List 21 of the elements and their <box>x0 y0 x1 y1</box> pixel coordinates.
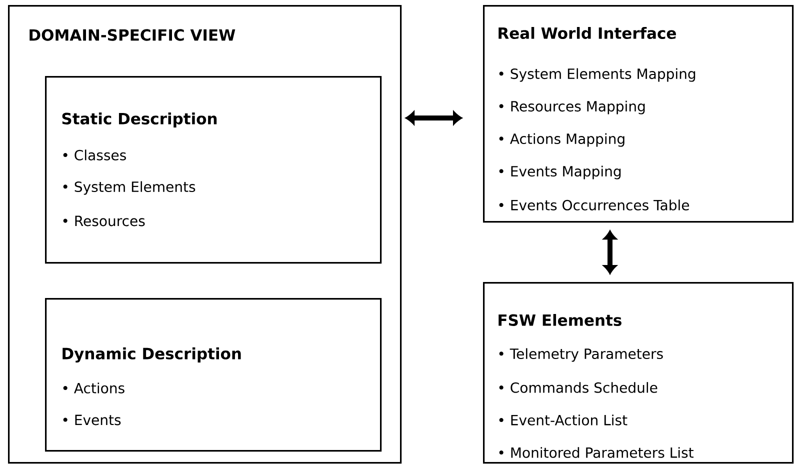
double-arrow <box>406 111 462 125</box>
bullet-item: • Monitored Parameters List <box>499 447 694 458</box>
heading: Real World Interface <box>498 27 676 39</box>
bullet-item: • Resources Mapping <box>499 100 645 114</box>
bullet-item: • Resources <box>63 216 145 226</box>
bullet-item: • Events Mapping <box>499 166 621 180</box>
bullet-item: • Actions Mapping <box>499 133 624 147</box>
bullet-item: • Classes <box>63 150 126 160</box>
bullet-item: • System Elements Mapping <box>499 68 696 82</box>
double-arrow <box>603 230 617 274</box>
bullet-item: • Events Occurrences Table <box>499 200 690 210</box>
bullet-item: • Events <box>63 414 121 426</box>
bullet-item: • System Elements <box>63 181 196 195</box>
bullet-item: • Telemetry Parameters <box>499 348 663 362</box>
bullet-item: • Commands Schedule <box>499 382 658 393</box>
heading: Static Description <box>62 112 217 128</box>
heading: DOMAIN-SPECIFIC VIEW <box>30 29 236 41</box>
heading: Dynamic Description <box>62 347 241 363</box>
bullet-item: • Event-Action List <box>499 414 628 426</box>
bullet-item: • Actions <box>63 382 124 394</box>
heading: FSW Elements <box>498 314 622 326</box>
